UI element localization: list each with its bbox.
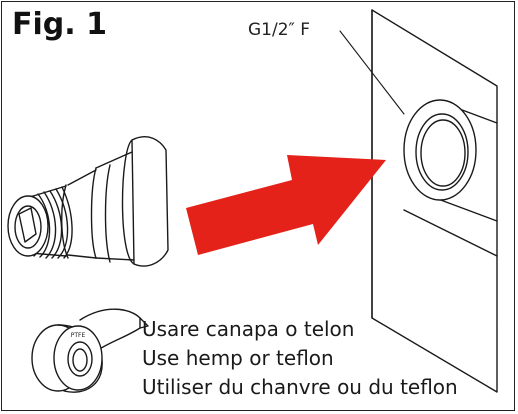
- thread-size-label: G1/2″ F: [248, 20, 311, 40]
- instruction-french: Utiliser du chanvre ou du teflon: [142, 375, 458, 399]
- figure-title: Fig. 1: [12, 7, 107, 42]
- threaded-fitting: [7, 136, 169, 267]
- instructions-block: Usare canapa o telon Use hemp or teflon …: [142, 315, 458, 402]
- thread-label-leader: [339, 30, 405, 115]
- instruction-italian: Usare canapa o telon: [142, 317, 355, 341]
- tape-roll-label: PTFE: [71, 332, 86, 339]
- wall-pipe-outlet: [403, 99, 498, 257]
- insertion-arrow: [186, 155, 386, 255]
- instruction-english: Use hemp or teflon: [142, 346, 334, 370]
- ptfe-tape-roll: PTFE: [31, 308, 149, 393]
